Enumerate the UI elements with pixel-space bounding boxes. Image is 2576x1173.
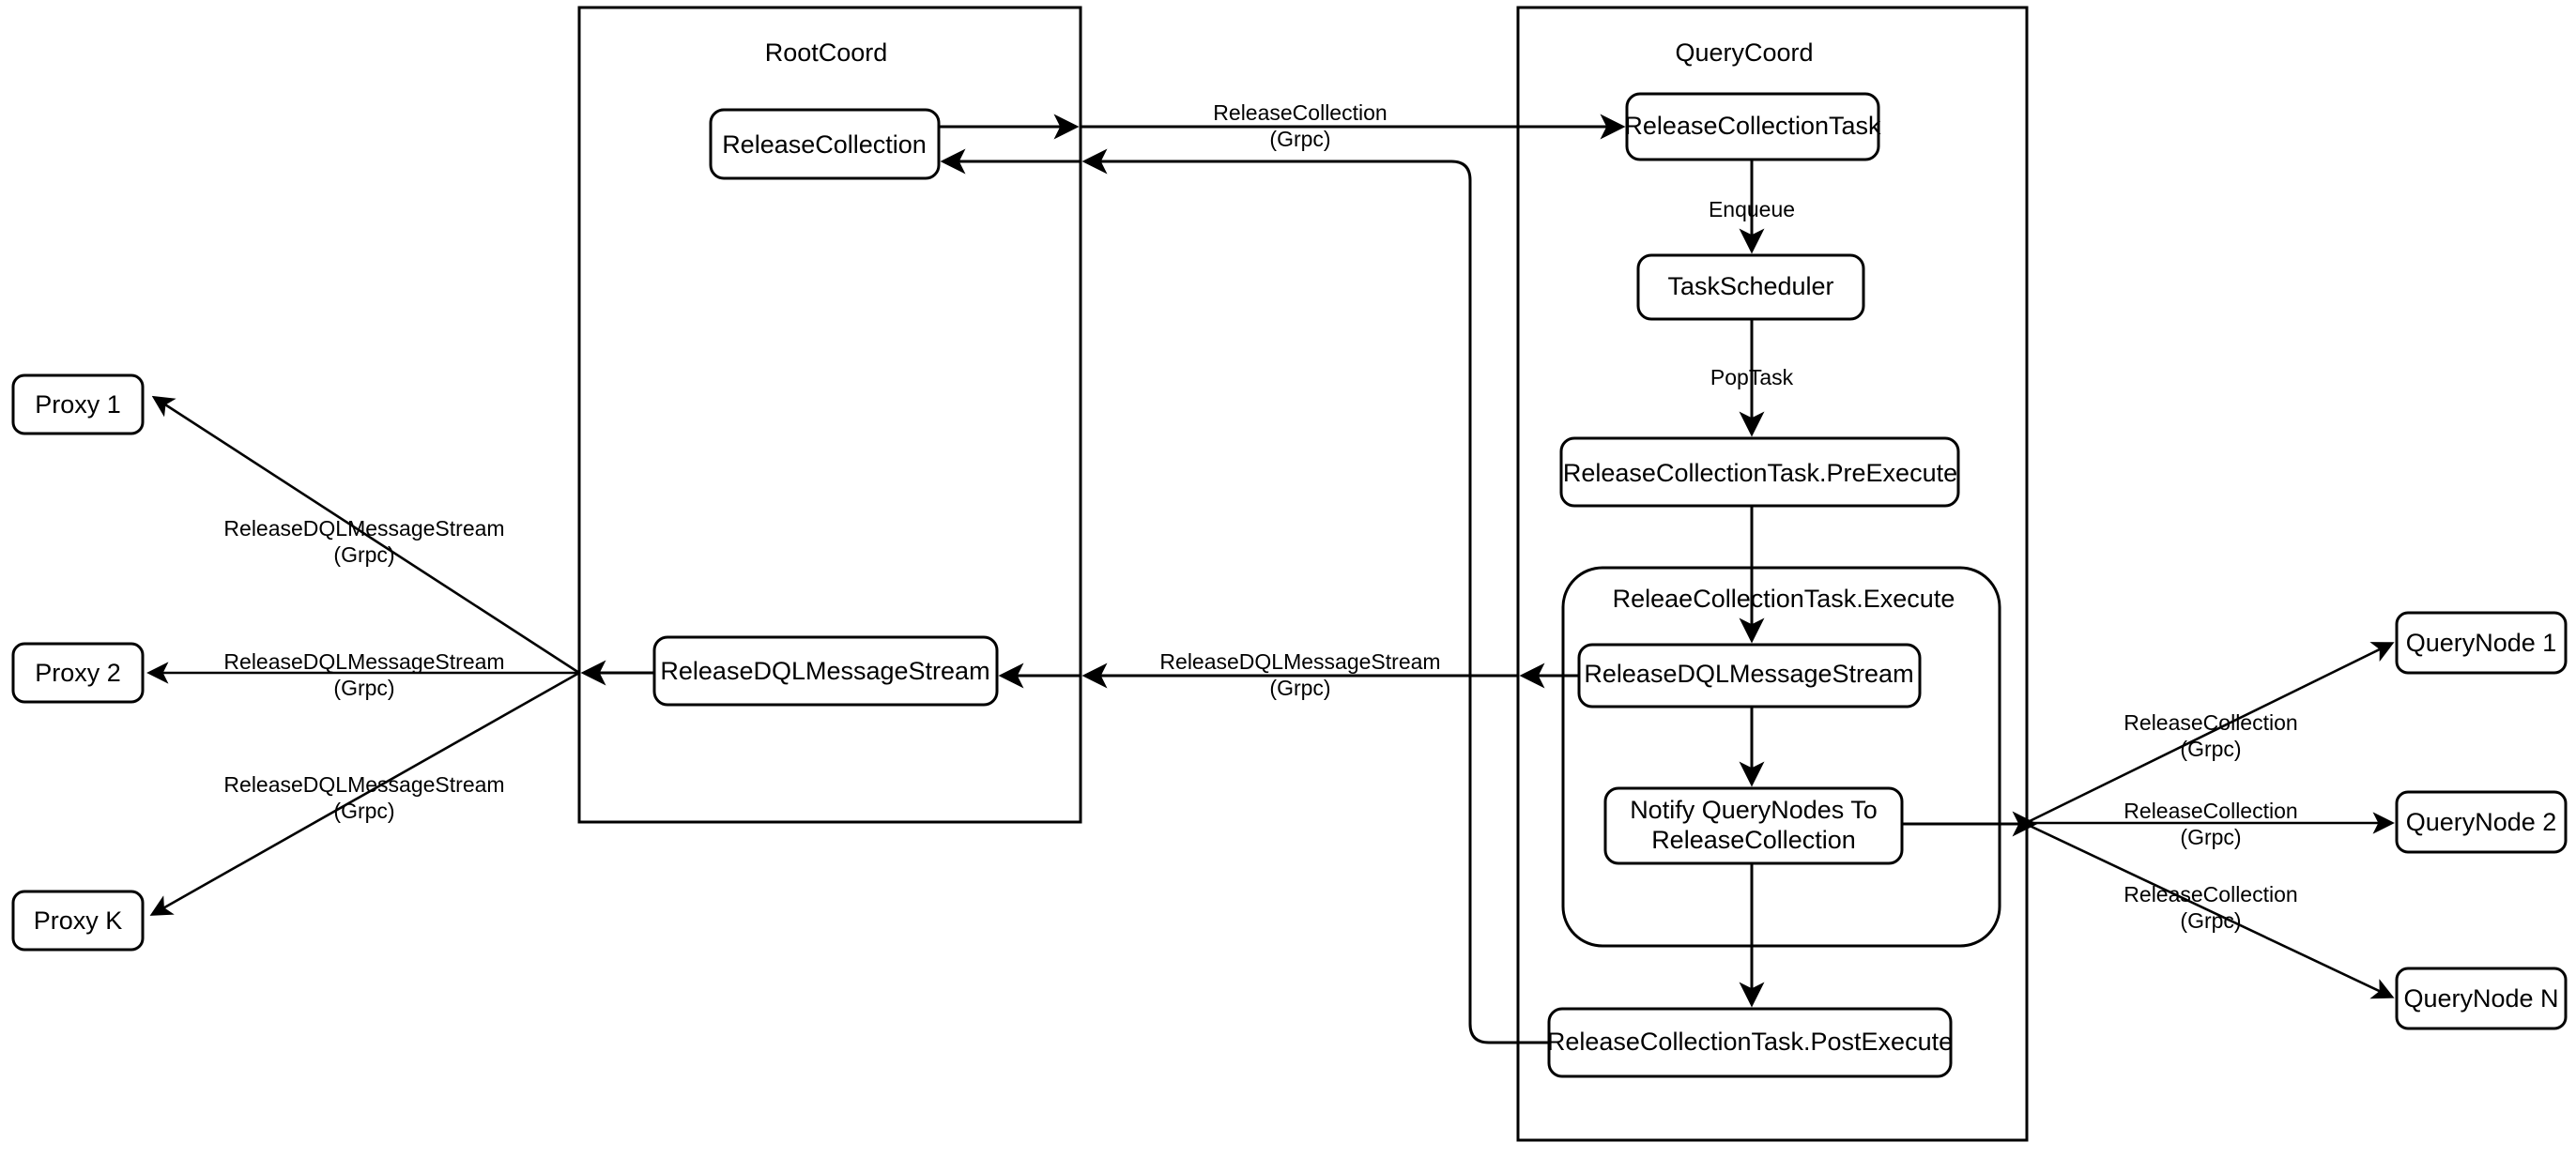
rootcoord-release-collection-node[interactable] [709, 108, 941, 180]
edge-junction-to-proxy-1 [151, 395, 580, 675]
edge-label-qn2-line2: (Grpc) [2180, 825, 2241, 849]
edge-postexecute-return-path [1081, 148, 1549, 1044]
querynode-2-label: QueryNode 2 [2406, 808, 2557, 836]
proxy-k-node[interactable] [11, 890, 145, 952]
proxy-1-node[interactable] [11, 373, 145, 435]
rootcoord-release-collection-label: ReleaseCollection [722, 130, 927, 159]
querynode-1-node[interactable] [2395, 611, 2568, 675]
edge-label-releasedql-grpc-line2: (Grpc) [1269, 676, 1330, 700]
edge-label-qnn-line1: ReleaseCollection [2124, 882, 2297, 906]
execute-group-title: ReleaeCollectionTask.Execute [1613, 585, 1955, 613]
proxy-2-label: Proxy 2 [35, 659, 121, 687]
rootcoord-release-dql-label: ReleaseDQLMessageStream [660, 657, 989, 685]
edge-label-proxy1-line2: (Grpc) [333, 542, 394, 567]
edge-label-releasedql-grpc-line1: ReleaseDQLMessageStream [1159, 649, 1440, 674]
rootcoord-title: RootCoord [765, 38, 888, 67]
pre-execute-node[interactable] [1559, 436, 1960, 508]
edge-junction-to-querynode-n [2027, 823, 2395, 999]
edge-label-enqueue: Enqueue [1709, 197, 1795, 221]
edge-label-proxyk-line1: ReleaseDQLMessageStream [223, 772, 504, 797]
edge-label-poptask: PopTask [1710, 365, 1794, 389]
querycoord-title: QueryCoord [1675, 38, 1813, 67]
edge-label-proxy2-line2: (Grpc) [333, 676, 394, 700]
edge-label-proxy2-line1: ReleaseDQLMessageStream [223, 649, 504, 674]
proxy-k-label: Proxy K [34, 906, 123, 935]
edge-label-qn2-line1: ReleaseCollection [2124, 799, 2297, 823]
execute-release-dql-label: ReleaseDQLMessageStream [1584, 660, 1913, 688]
notify-querynodes-node[interactable] [1603, 786, 1904, 865]
querynode-n-label: QueryNode N [2403, 984, 2558, 1013]
proxy-2-node[interactable] [11, 642, 145, 704]
querynode-n-node[interactable] [2395, 967, 2568, 1030]
querynode-1-label: QueryNode 1 [2406, 629, 2557, 657]
edge-label-proxy1-line1: ReleaseDQLMessageStream [223, 516, 504, 541]
edge-label-releasecollection-grpc-line2: (Grpc) [1269, 127, 1330, 151]
edge-junction-to-proxy-k [149, 671, 580, 916]
notify-querynodes-label-line1: Notify QueryNodes To [1630, 796, 1878, 824]
edge-label-qn1-line1: ReleaseCollection [2124, 710, 2297, 735]
edge-label-proxyk-line2: (Grpc) [333, 799, 394, 823]
edge-label-qn1-line2: (Grpc) [2180, 737, 2241, 761]
post-execute-label: ReleaseCollectionTask.PostExecute [1547, 1028, 1953, 1056]
proxy-1-label: Proxy 1 [35, 390, 121, 419]
release-collection-task-label: ReleaseCollectionTask [1624, 112, 1881, 140]
edge-junction-to-querynode-1 [2027, 642, 2395, 824]
notify-querynodes-label-line2: ReleaseCollection [1651, 826, 1856, 854]
task-scheduler-label: TaskScheduler [1667, 272, 1833, 300]
querynode-2-node[interactable] [2395, 790, 2568, 854]
pre-execute-label: ReleaseCollectionTask.PreExecute [1563, 459, 1957, 487]
rootcoord-release-dql-node[interactable] [652, 635, 999, 707]
execute-group-container [1561, 566, 2001, 948]
edge-label-releasecollection-grpc-line1: ReleaseCollection [1213, 100, 1387, 125]
querycoord-container [1516, 6, 2029, 1142]
edge-label-qnn-line2: (Grpc) [2180, 908, 2241, 933]
